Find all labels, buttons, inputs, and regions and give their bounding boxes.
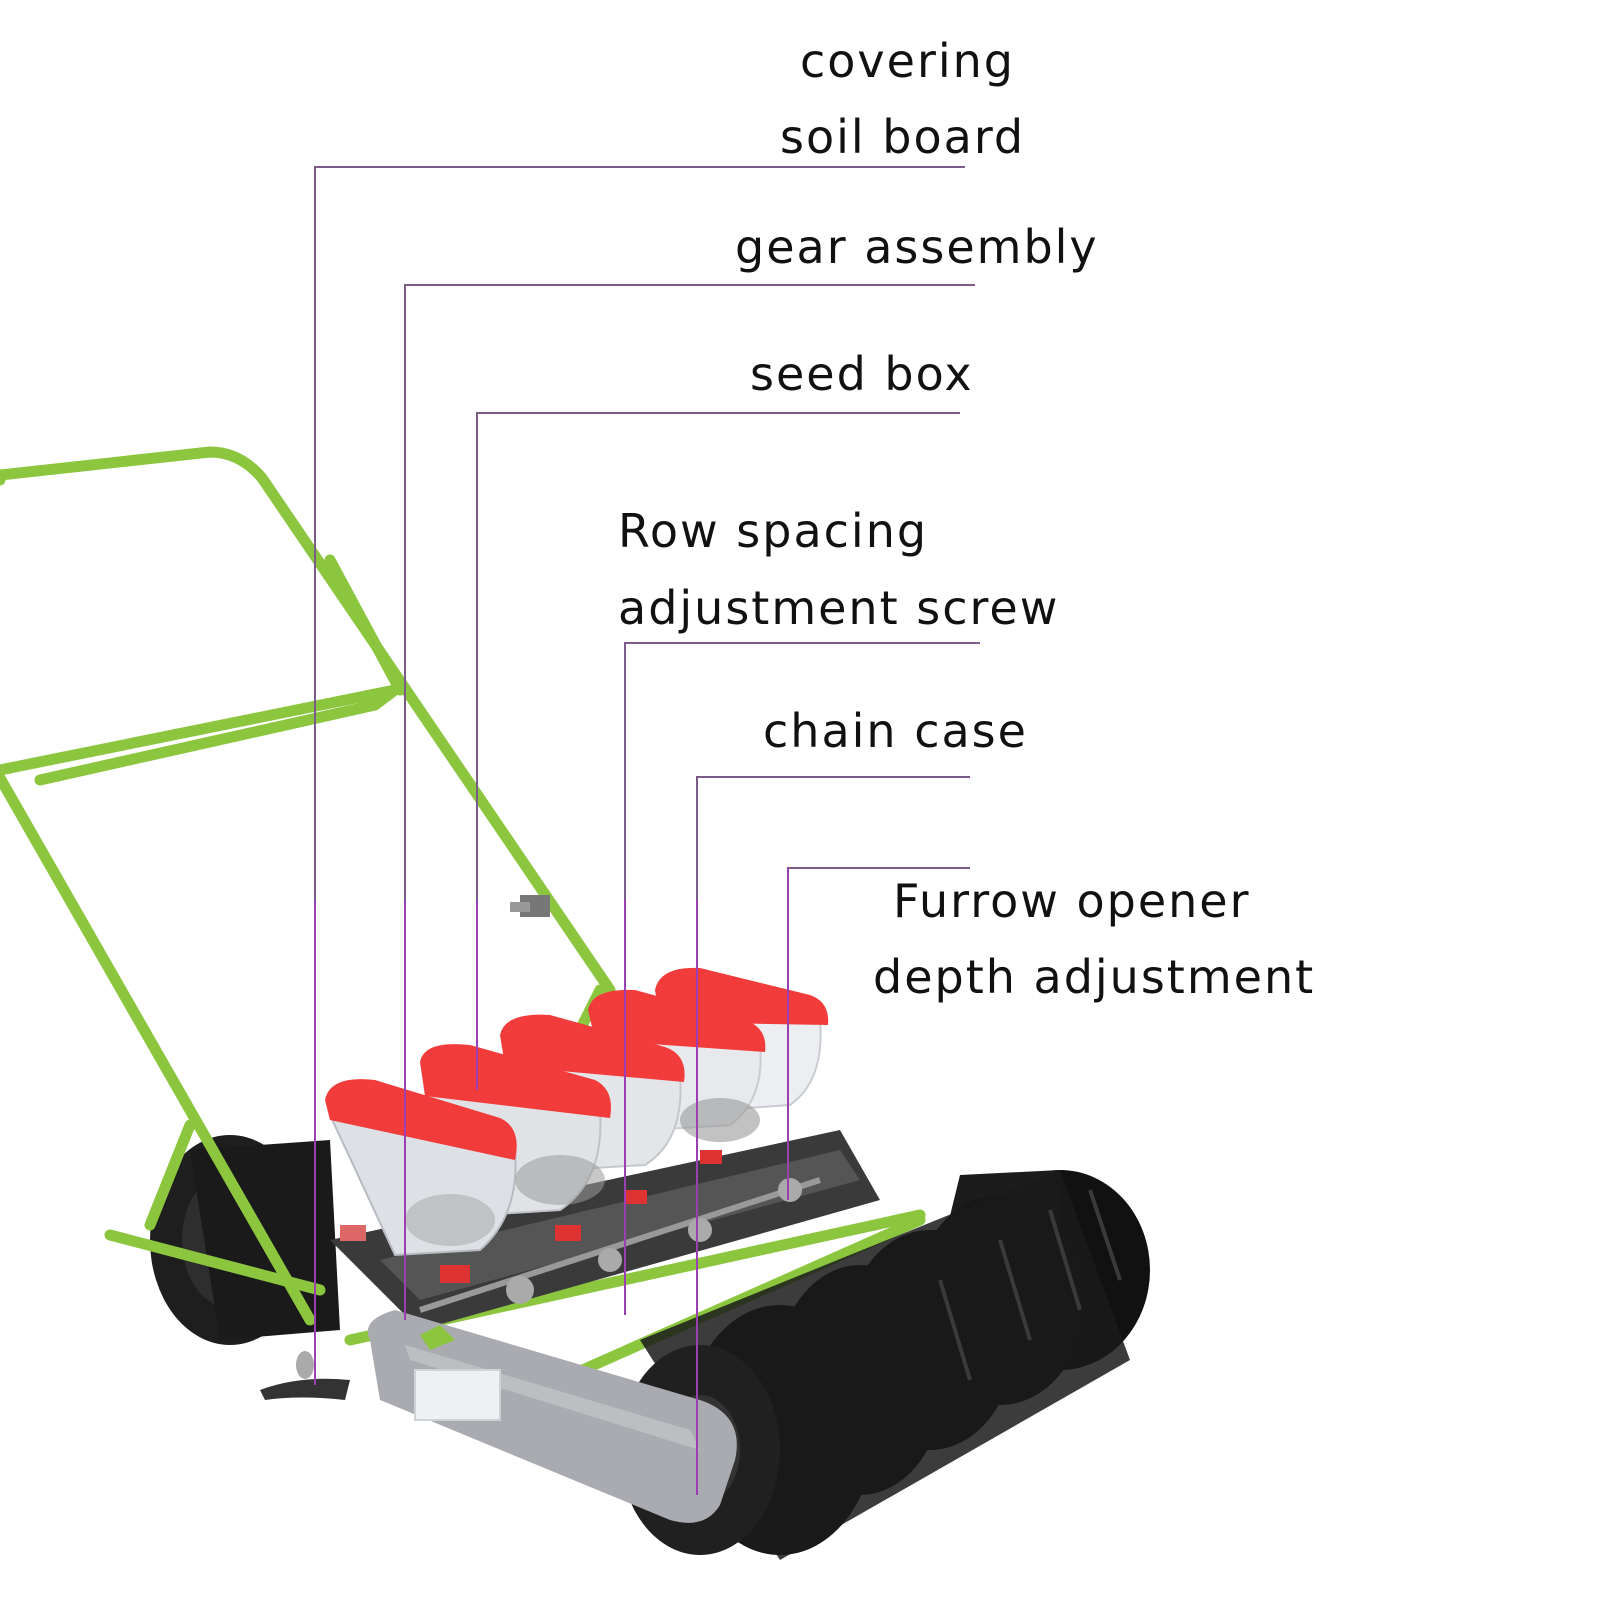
mechanism-parts <box>340 1150 821 1313</box>
seeder-machine-illustration <box>0 446 1150 1560</box>
label-covering-line1: covering <box>800 34 1015 88</box>
handle-bracket <box>510 895 550 917</box>
label-chain-case: chain case <box>763 704 1028 758</box>
callout-labels: covering soil board gear assembly seed b… <box>618 34 1315 1004</box>
front-rollers <box>620 1170 1150 1560</box>
label-furrow-line1: Furrow opener <box>893 874 1251 928</box>
label-seed-box: seed box <box>750 347 974 401</box>
label-gear-assembly: gear assembly <box>735 220 1099 274</box>
label-row-spacing-line1: Row spacing <box>618 504 928 558</box>
chain-case <box>367 1310 737 1523</box>
label-furrow-line2: depth adjustment <box>873 950 1315 1004</box>
label-row-spacing-line2: adjustment screw <box>618 581 1059 635</box>
covering-soil-board-blade <box>260 1351 350 1400</box>
seed-hoppers <box>325 967 829 1257</box>
leader-lines-accent <box>314 868 789 1495</box>
leader-seed-box <box>476 412 960 1090</box>
label-covering-line2: soil board <box>780 110 1025 164</box>
